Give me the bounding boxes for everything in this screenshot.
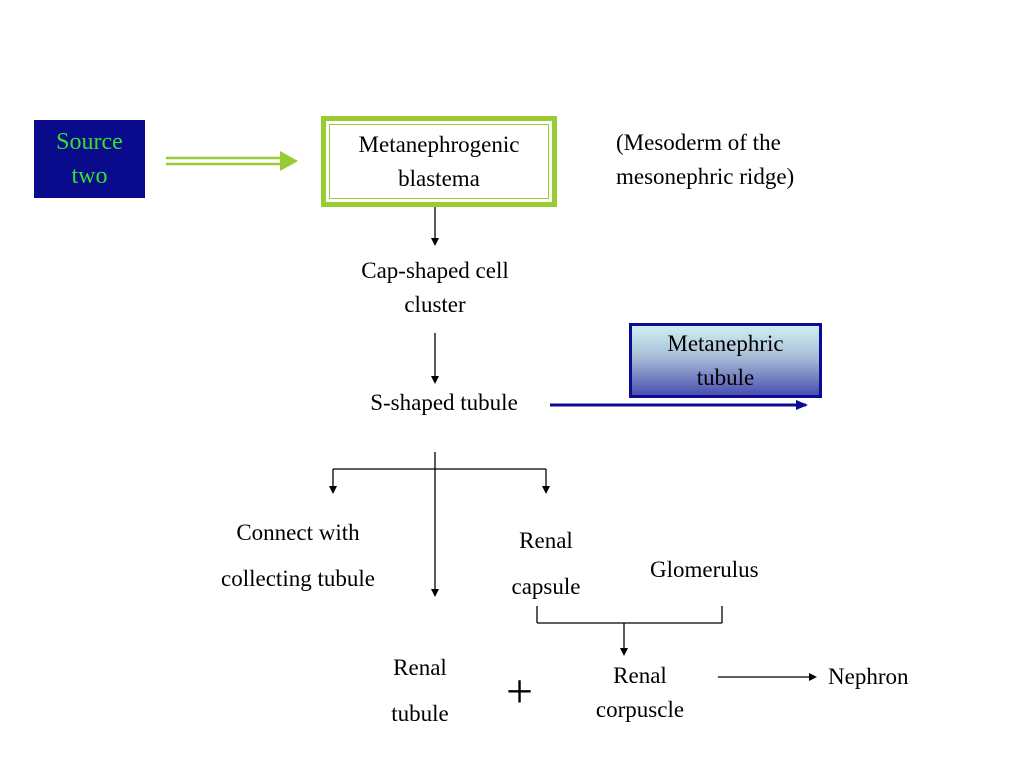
cap-line2: cluster [404,292,466,317]
source-arrow [166,151,298,171]
renal-tubule-line1: Renal [393,655,447,680]
blastema-label-line2: blastema [398,165,480,191]
metanephric-tubule-box: Metanephric tubule [629,323,822,398]
renal-tubule-label: Renal tubule [370,645,470,737]
connect-collecting-label: Connect with collecting tubule [198,510,398,602]
renal-tubule-line2: tubule [391,701,449,726]
metanephric-line2: tubule [696,364,755,390]
s-shaped-tubule-label: S-shaped tubule [370,390,518,415]
capsule-line2: capsule [511,574,581,599]
mesoderm-note: (Mesoderm of the mesonephric ridge) [616,126,794,194]
cap-shaped-cluster-label: Cap-shaped cell cluster [335,254,535,322]
corpuscle-bracket [536,606,723,656]
connect-line1: Connect with [236,520,360,545]
metanephric-line1: Metanephric [667,330,784,356]
cap-line1: Cap-shaped cell [361,258,509,283]
corpuscle-line2: corpuscle [595,697,685,722]
source-label-line1: Source [56,129,123,155]
source-two-box: Source two [34,120,145,198]
blastema-label-line1: Metanephrogenic [358,131,520,157]
branch-connectors [329,452,550,597]
connect-line2: collecting tubule [221,566,375,591]
glomerulus-label: Glomerulus [650,557,759,582]
metanephrogenic-blastema-box: Metanephrogenic blastema [321,116,557,207]
plus-sign: + [506,665,534,718]
renal-corpuscle-label: Renal corpuscle [580,659,700,727]
source-label-line2: two [71,163,108,189]
renal-capsule-label: Renal capsule [496,518,596,610]
corpuscle-line1: Renal [613,663,667,688]
capsule-line1: Renal [519,528,573,553]
note-line1: (Mesoderm of the [616,130,781,155]
nephron-label: Nephron [828,664,909,689]
note-line2: mesonephric ridge) [616,164,795,189]
